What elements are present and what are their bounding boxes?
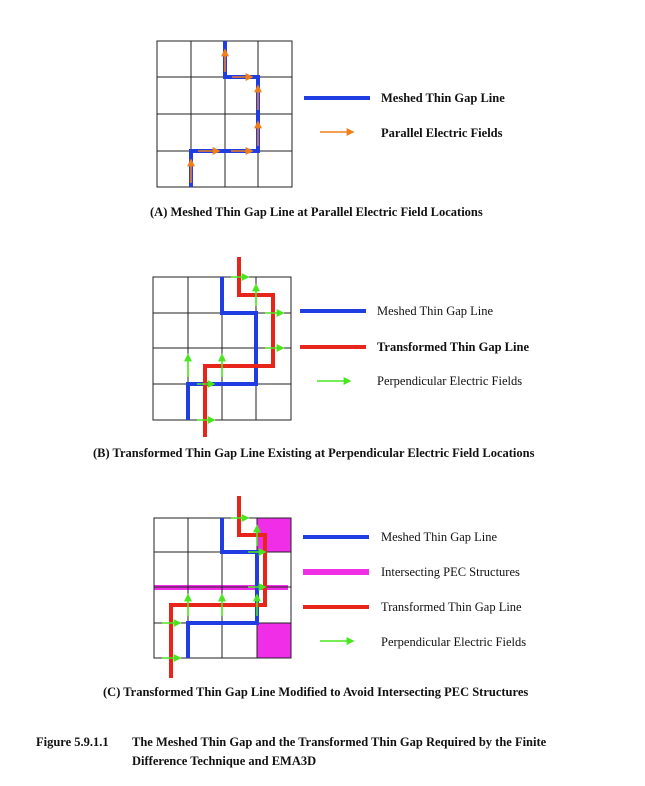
perpendicular-field-arrows-b	[184, 273, 285, 424]
transformed-thin-gap-line-c	[169, 496, 267, 678]
legend-meshed-label-b: Meshed Thin Gap Line	[377, 304, 494, 318]
panel-c-diagram	[153, 496, 369, 678]
parallel-field-arrows-a	[187, 48, 262, 183]
caption-c: (C) Transformed Thin Gap Line Modified t…	[103, 685, 529, 699]
figure-caption: Figure 5.9.1.1 The Meshed Thin Gap and t…	[0, 733, 645, 783]
legend-transformed-label-c: Transformed Thin Gap Line	[381, 600, 522, 614]
figure-caption-text: The Meshed Thin Gap and the Transformed …	[132, 735, 547, 769]
figure-number: Figure 5.9.1.1	[36, 735, 109, 749]
legend-transformed-label-b: Transformed Thin Gap Line	[377, 340, 529, 354]
legend-perpendicular-label-b: Perpendicular Electric Fields	[377, 374, 523, 388]
legend-parallel-label-a: Parallel Electric Fields	[381, 126, 503, 140]
panel-b-diagram	[152, 257, 366, 437]
legend-pec-label-c: Intersecting PEC Structures	[381, 565, 520, 579]
perpendicular-field-arrows-c	[162, 514, 267, 662]
legend-pec-swatch-c	[303, 569, 369, 575]
legend-meshed-label-c: Meshed Thin Gap Line	[381, 530, 498, 544]
transformed-thin-gap-line-b	[203, 257, 275, 437]
caption-a: (A) Meshed Thin Gap Line at Parallel Ele…	[150, 205, 483, 219]
meshed-thin-gap-line-b	[186, 277, 258, 420]
caption-b: (B) Transformed Thin Gap Line Existing a…	[93, 446, 535, 460]
legend-perpendicular-label-c: Perpendicular Electric Fields	[381, 635, 527, 649]
panel-a-diagram	[156, 40, 370, 188]
legend-meshed-label-a: Meshed Thin Gap Line	[381, 91, 505, 105]
